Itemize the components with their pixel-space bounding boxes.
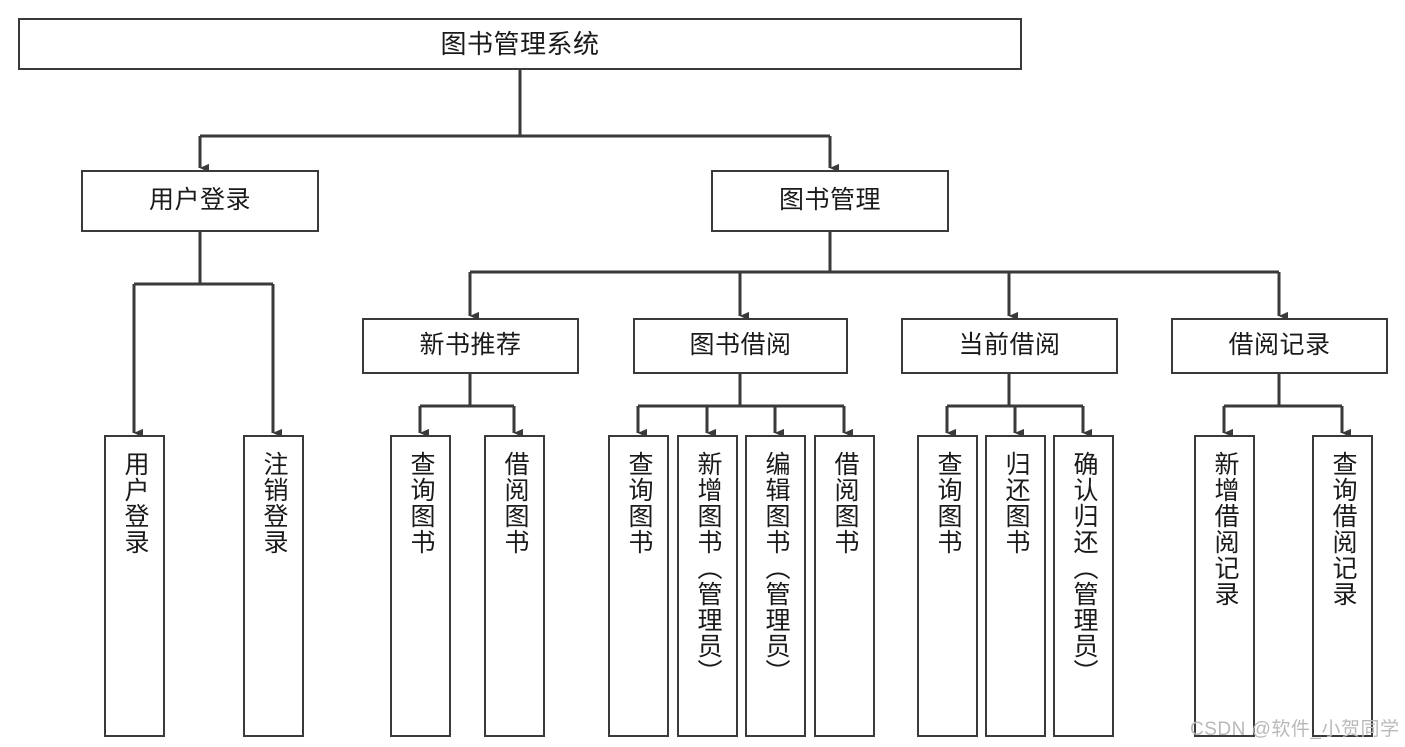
node-label: 用户登录 — [121, 451, 149, 555]
node-book-management[interactable]: 图书管理 — [711, 170, 949, 232]
node-label: 图书管理系统 — [440, 28, 600, 59]
leaf-query-books-borrow[interactable]: 查询图书 — [608, 435, 669, 737]
leaf-query-books-current[interactable]: 查询图书 — [917, 435, 978, 737]
leaf-query-books-recommend[interactable]: 查询图书 — [390, 435, 451, 737]
leaf-borrow-books-recommend[interactable]: 借阅图书 — [484, 435, 545, 737]
node-label: 编辑图书（管理员） — [762, 451, 790, 685]
node-label: 查询图书 — [625, 451, 653, 555]
leaf-edit-book-admin[interactable]: 编辑图书（管理员） — [745, 435, 806, 737]
node-borrow-records[interactable]: 借阅记录 — [1171, 318, 1388, 374]
leaf-return-book[interactable]: 归还图书 — [985, 435, 1046, 737]
node-label: 新书推荐 — [419, 331, 522, 360]
watermark: CSDN @软件_小贺同学 — [1190, 719, 1400, 740]
node-book-borrow[interactable]: 图书借阅 — [633, 318, 848, 374]
leaf-user-login[interactable]: 用户登录 — [104, 435, 165, 737]
node-label: 图书管理 — [778, 186, 881, 215]
leaf-logout[interactable]: 注销登录 — [243, 435, 304, 737]
leaf-confirm-return-admin[interactable]: 确认归还（管理员） — [1053, 435, 1114, 737]
node-label: 借阅图书 — [501, 451, 529, 555]
node-label: 新增图书（管理员） — [694, 451, 722, 685]
node-label: 借阅记录 — [1228, 331, 1331, 360]
leaf-query-borrow-record[interactable]: 查询借阅记录 — [1312, 435, 1373, 737]
node-label: 查询借阅记录 — [1329, 451, 1357, 607]
node-label: 查询图书 — [934, 451, 962, 555]
node-new-book-recommend[interactable]: 新书推荐 — [362, 318, 579, 374]
node-label: 确认归还（管理员） — [1070, 451, 1098, 685]
node-root[interactable]: 图书管理系统 — [18, 18, 1022, 70]
node-label: 图书借阅 — [689, 331, 792, 360]
node-label: 注销登录 — [260, 451, 288, 555]
leaf-add-borrow-record[interactable]: 新增借阅记录 — [1194, 435, 1255, 737]
node-label: 借阅图书 — [831, 451, 859, 555]
node-label: 当前借阅 — [958, 331, 1061, 360]
leaf-add-book-admin[interactable]: 新增图书（管理员） — [677, 435, 738, 737]
leaf-borrow-book[interactable]: 借阅图书 — [814, 435, 875, 737]
node-label: 归还图书 — [1002, 451, 1030, 555]
node-current-borrow[interactable]: 当前借阅 — [901, 318, 1118, 374]
node-label: 用户登录 — [148, 186, 251, 215]
node-label: 新增借阅记录 — [1211, 451, 1239, 607]
node-label: 查询图书 — [407, 451, 435, 555]
node-user-login[interactable]: 用户登录 — [81, 170, 319, 232]
